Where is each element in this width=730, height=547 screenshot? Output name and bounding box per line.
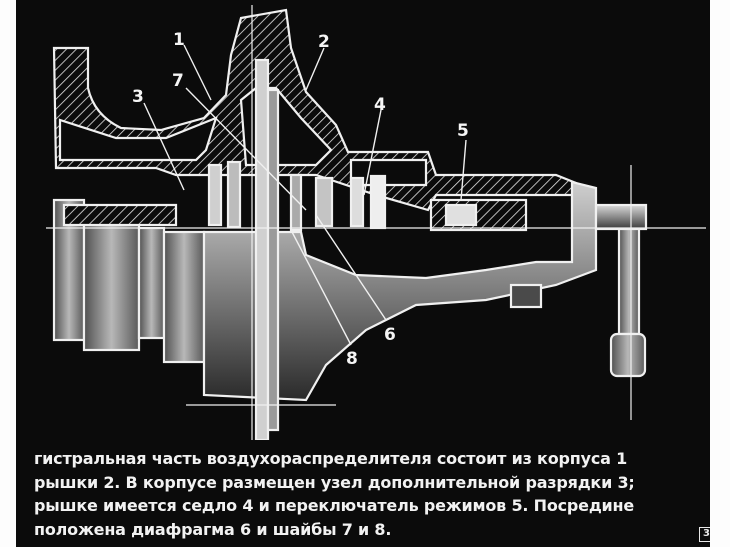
- caption-line: рышки 2. В корпусе размещен узел дополни…: [34, 472, 635, 492]
- callout-labels: 1 2 3 7 4 5 6 8: [132, 30, 469, 369]
- callout-7: 7: [172, 71, 184, 91]
- callout-2: 2: [318, 32, 330, 52]
- slide-panel: 1 2 3 7 4 5 6 8 гистральная часть воздух…: [16, 0, 710, 547]
- slide-number-badge: 3: [699, 527, 710, 542]
- caption-line: гистральная часть воздухораспределителя …: [34, 449, 628, 468]
- lower-body: [52, 58, 648, 440]
- air-distributor-section-diagram: 1 2 3 7 4 5 6 8: [46, 5, 706, 440]
- slide-caption: гистральная часть воздухораспределителя …: [34, 447, 710, 541]
- callout-6: 6: [384, 325, 396, 345]
- callout-5: 5: [457, 121, 469, 141]
- callout-3: 3: [132, 87, 144, 107]
- callout-8: 8: [346, 349, 358, 369]
- caption-line: рышке имеется седло 4 и переключатель ре…: [34, 496, 635, 515]
- callout-4: 4: [374, 95, 386, 115]
- caption-line: положена диафрагма 6 и шайбы 7 и 8.: [34, 519, 392, 539]
- leader-lines: [143, 44, 467, 346]
- center-lines: [46, 5, 706, 440]
- callout-1: 1: [173, 30, 185, 50]
